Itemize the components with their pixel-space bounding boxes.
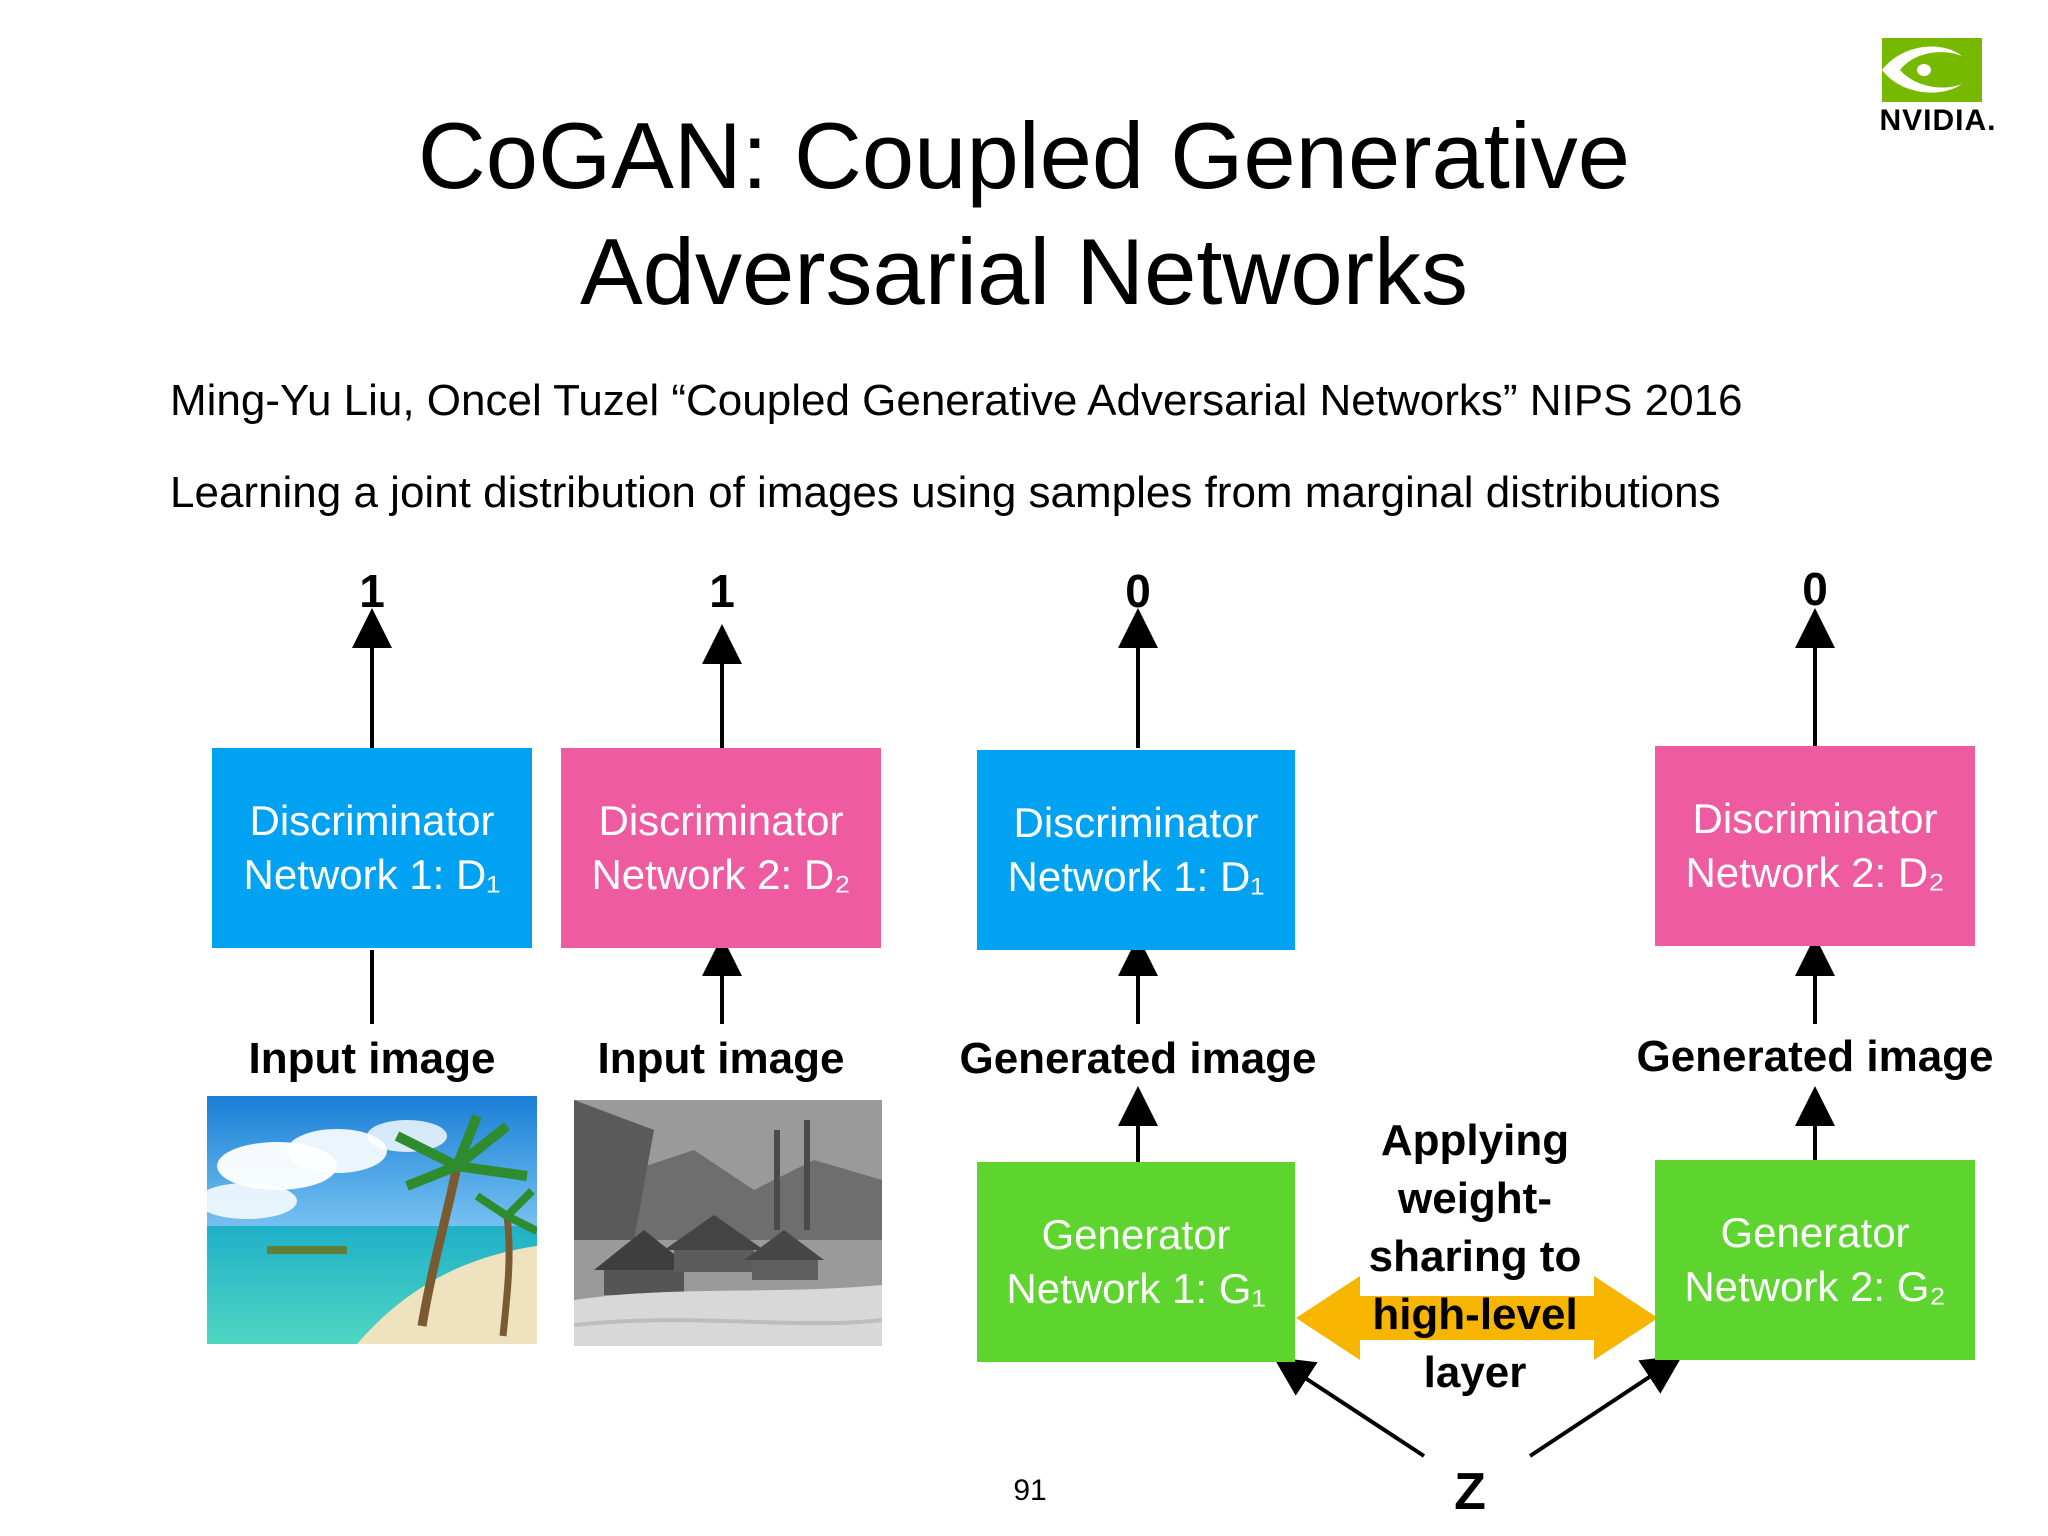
- generator-2-box: Generator Network 2: G₂: [1655, 1160, 1975, 1360]
- generated-image-label-2: Generated image: [1636, 1032, 1994, 1081]
- discriminator-1-subtitle: Network 1: D₁: [243, 851, 501, 898]
- generator-1-title: Generator: [1041, 1211, 1231, 1258]
- paper-citation: Ming-Yu Liu, Oncel Tuzel “Coupled Genera…: [170, 376, 1743, 425]
- discriminator-1-title: Discriminator: [249, 797, 495, 844]
- discriminator-2-title: Discriminator: [598, 797, 844, 844]
- arrow-z-g1: [1273, 1357, 1426, 1458]
- arrow-z-g2: [1528, 1354, 1683, 1458]
- discriminator-1b-title: Discriminator: [1013, 799, 1259, 846]
- nvidia-logo: NVIDIA.: [1868, 32, 2008, 142]
- output-label-d1b: 0: [1125, 565, 1151, 617]
- discriminator-2b-subtitle: Network 2: D₂: [1685, 849, 1945, 896]
- input-image-label-2: Input image: [597, 1034, 845, 1083]
- output-label-d1: 1: [359, 565, 385, 617]
- discriminator-2-box: Discriminator Network 2: D₂: [561, 748, 881, 948]
- discriminator-2-subtitle: Network 2: D₂: [591, 851, 851, 898]
- generator-2-title: Generator: [1720, 1209, 1910, 1256]
- discriminator-2b-title: Discriminator: [1692, 795, 1938, 842]
- page-number: 91: [1013, 1474, 1047, 1507]
- generator-1-box: Generator Network 1: G₁: [977, 1162, 1295, 1362]
- discriminator-1b-box: Discriminator Network 1: D₁: [977, 750, 1295, 950]
- nvidia-eye-icon: [1882, 38, 1982, 102]
- weight-sharing-line-4: high-level: [1372, 1290, 1578, 1339]
- latent-z-label: Z: [1454, 1463, 1486, 1521]
- generator-2-subtitle: Network 2: G₂: [1684, 1263, 1946, 1310]
- snow-village-photo: [574, 1100, 882, 1346]
- discriminator-1b-subtitle: Network 1: D₁: [1007, 853, 1265, 900]
- discriminator-2b-box: Discriminator Network 2: D₂: [1655, 746, 1975, 946]
- slide-title-line-2: Adversarial Networks: [579, 219, 1469, 324]
- weight-sharing-arrow: [1296, 1276, 1658, 1360]
- weight-sharing-line-2: weight-: [1398, 1174, 1552, 1223]
- generator-1-subtitle: Network 1: G₁: [1006, 1265, 1266, 1312]
- weight-sharing-line-3: sharing to: [1368, 1232, 1582, 1281]
- discriminator-1-box: Discriminator Network 1: D₁: [212, 748, 532, 948]
- output-label-d2b: 0: [1802, 563, 1828, 615]
- paper-description: Learning a joint distribution of images …: [170, 468, 1721, 517]
- output-label-d2: 1: [709, 565, 735, 617]
- weight-sharing-line-1: Applying: [1380, 1116, 1570, 1165]
- beach-photo: [207, 1096, 537, 1344]
- slide-title-line-1: CoGAN: Coupled Generative: [417, 103, 1631, 208]
- weight-sharing-label: Applying weight- sharing to high-level l…: [1340, 1112, 1610, 1402]
- input-image-label-1: Input image: [248, 1034, 496, 1083]
- generated-image-label-1: Generated image: [959, 1034, 1317, 1083]
- nvidia-wordmark: NVIDIA.: [1879, 104, 1997, 137]
- weight-sharing-line-5: layer: [1423, 1348, 1527, 1397]
